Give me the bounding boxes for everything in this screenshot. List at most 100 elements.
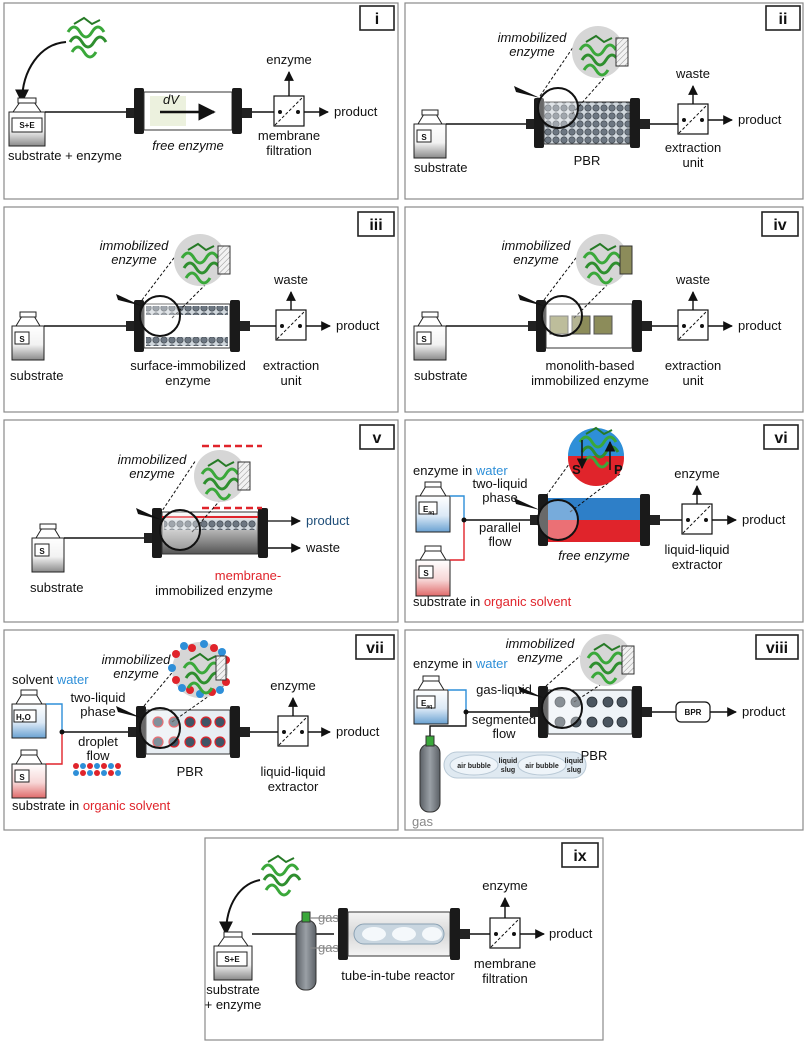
membrane-unit [489,917,521,949]
callout-label-1: immobilized [502,238,571,253]
zoom-callout [141,234,231,319]
feed-label-1: substrate [206,982,259,997]
panel-label: iv [773,217,786,234]
bottom-text-a: substrate in [413,594,484,609]
output-top-label: waste [675,272,710,287]
panel-v: v S substrate product waste [3,419,399,623]
panel-ix: ix S+E substrate + enzyme gas gas [204,837,604,1041]
organic-bottle-icon [415,545,451,597]
volume-element-label: dV [163,92,180,107]
panel-label-box [355,634,395,660]
top-text: enzyme in water [413,463,508,478]
callout-label-2: enzyme [129,466,175,481]
feed-label-2: + enzyme [205,997,262,1012]
water-bottle-icon [415,481,451,533]
bottle-top-sub: 2 [22,718,25,724]
extraction-unit [677,103,709,135]
reactor-label-2: enzyme [165,373,211,388]
output-top-label: enzyme [674,466,720,481]
output-right-label: product [742,704,786,719]
callout-label-1: immobilized [118,452,187,467]
unit-label-1: extraction [665,140,721,155]
unit-label-1: membrane [474,956,536,971]
flow-label-3: droplet [78,734,118,749]
extraction-unit [677,309,709,341]
panel-label-box [763,424,799,450]
slug-label-1: air bubble [457,763,491,770]
reactor-label: free enzyme [558,548,630,563]
bottle-label: S [19,335,25,344]
callout-label-1: immobilized [506,636,575,651]
zoom-callout [159,444,262,533]
top-text-a: solvent [12,672,57,687]
panel-label: ii [779,11,788,28]
flow-label-4: flow [488,534,512,549]
unit-label-1: extraction [665,358,721,373]
gas-cylinder-icon [295,911,317,991]
unit-label-2: extractor [268,779,319,794]
bottle-top-tail: O [25,713,31,722]
panel-i: i S+E substrate + enzyme dV free enzyme [3,2,399,200]
feed-label: substrate [30,580,83,595]
flow-label-3: flow [492,726,516,741]
bottom-text-b: organic solvent [484,594,572,609]
panel-label: ix [573,848,586,865]
output-top-label: waste [273,272,308,287]
feed-label: substrate [414,160,467,175]
panel-label-box [765,5,801,31]
panel-label-box [761,211,799,237]
panel-vii: vii solvent water H2O S substrate in org… [3,629,399,831]
flow-label-2: segmented [472,712,536,727]
zoom-callout [543,234,633,319]
bottom-text-b: organic solvent [83,798,171,813]
callout-label-1: immobilized [100,238,169,253]
reactor-label: PBR [177,764,204,779]
panel-label-box [359,5,395,31]
water-bottle-icon [11,689,47,739]
output-right-label: product [336,724,380,739]
extractor-unit [277,715,309,747]
water-bottle-label: Eaq [423,505,434,516]
panel-label: vii [366,640,384,657]
output-right-label: product [334,104,378,119]
bottle-top-label: E [421,699,427,708]
top-text-b: water [56,672,89,687]
top-text: solvent water [12,672,89,687]
water-bottle-icon [413,675,449,725]
output-waste-label: waste [305,540,340,555]
output-top-label: waste [675,66,710,81]
organic-bottle-icon [11,749,47,799]
reactor-label: tube-in-tube reactor [341,968,455,983]
unit-label-1: liquid-liquid [260,764,325,779]
panel-label-box [755,634,799,660]
panel-iv: iv S substrate immobilized [404,206,804,413]
bottle-bottom-label: S [19,773,25,782]
output-right-label: product [742,512,786,527]
callout-label-2: enzyme [517,650,563,665]
bottle-icon [413,109,447,159]
callout-label-2: enzyme [111,252,157,267]
panel-iii: iii S substrate immobilized enzy [3,206,399,413]
panel-viii: viii enzyme in water Eaq gas gas-liquid … [404,629,804,831]
membrane-unit [273,95,305,127]
panel-label-box [359,424,395,450]
bottle-icon [31,523,65,573]
slug-label-5: liquid [565,758,584,765]
bottle-icon [8,97,46,147]
feed-label: substrate + enzyme [8,148,122,163]
reactor [338,908,470,960]
slug-label-3: slug [501,767,515,774]
top-text: enzyme in water [413,656,508,671]
output-right-label: product [336,318,380,333]
panel-label-box [561,842,599,868]
bottle-icon [213,931,253,981]
bottle-top-sub: aq [428,510,434,516]
reactor-label-1: surface-immobilized [130,358,246,373]
droplet-train [73,763,121,776]
bottle-top-label: H [16,713,22,722]
gas-cylinder-icon [419,735,441,813]
bottle-label: S+E [19,121,35,130]
callout-p-label: P [614,462,623,477]
callout-label-2: enzyme [513,252,559,267]
water-bottle-label: H2O [16,713,31,724]
